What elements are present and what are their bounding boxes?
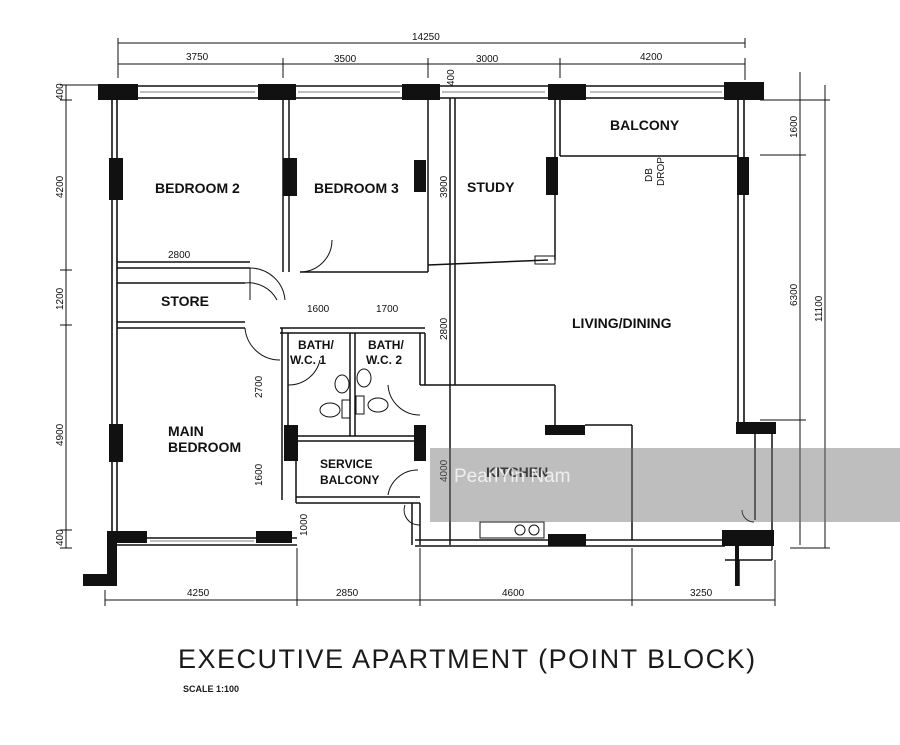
room-label-bedroom-2: BEDROOM 2 (155, 180, 240, 196)
dim-inner-4000: 4000 (439, 459, 450, 482)
dim-inner-1000: 1000 (299, 513, 310, 536)
room-label-main-bedroom-line-2: BEDROOM (168, 439, 241, 455)
room-label-bath-1-line-1: BATH/ (298, 338, 334, 352)
dim-inner-2700: 2700 (254, 375, 265, 398)
dim-left-2: 4200 (55, 175, 66, 198)
dim-top-3: 3000 (476, 54, 499, 65)
room-label-bath-2-line-2: W.C. 2 (366, 353, 402, 367)
room-label-store: STORE (161, 293, 209, 309)
dim-right-total: 11100 (814, 295, 825, 322)
plan-title: EXECUTIVE APARTMENT (POINT BLOCK) (178, 644, 757, 674)
dim-right-2: 6300 (789, 283, 800, 306)
dim-bottom-4: 3250 (690, 588, 713, 599)
interior-walls (117, 98, 773, 586)
room-label-living-dining: LIVING/DINING (572, 315, 672, 331)
dim-top-4: 4200 (640, 52, 663, 63)
room-label-balcony: BALCONY (610, 117, 680, 133)
note-db-line-2: DROP (656, 157, 667, 186)
dim-left-3: 1200 (55, 287, 66, 310)
plan-scale: SCALE 1:100 (183, 684, 240, 694)
dim-bottom-2: 2850 (336, 588, 359, 599)
dim-left-1: 400 (55, 83, 66, 100)
dim-top-2: 3500 (334, 54, 357, 65)
dim-inner-2800-corridor: 2800 (168, 250, 191, 261)
room-label-kitchen: KITCHEN (486, 464, 548, 480)
dim-inner-400-top: 400 (446, 69, 457, 86)
dim-inner-2800-v: 2800 (439, 317, 450, 340)
dim-bottom-1: 4250 (187, 588, 210, 599)
watermark-banner: PearlYin Nam (430, 448, 900, 522)
dim-left-4: 4900 (55, 423, 66, 446)
room-label-service-balcony-line-2: BALCONY (320, 473, 379, 487)
door-swings (244, 239, 755, 526)
dim-inner-1600: 1600 (307, 304, 330, 315)
note-db-line-1: DB (644, 168, 655, 182)
room-label-bedroom-3: BEDROOM 3 (314, 180, 399, 196)
dim-inner-1600-v: 1600 (254, 463, 265, 486)
dim-inner-3900: 3900 (439, 175, 450, 198)
fixtures (319, 255, 556, 539)
dim-right-1: 1600 (789, 115, 800, 138)
room-label-bath-1-line-2: W.C. 1 (290, 353, 326, 367)
dim-left-5: 400 (55, 529, 66, 546)
dim-inner-1700: 1700 (376, 304, 399, 315)
dim-top-total: 14250 (412, 32, 440, 43)
watermark-text: PearlYin Nam (454, 466, 571, 487)
room-label-study: STUDY (467, 179, 515, 195)
room-label-main-bedroom-line-1: MAIN (168, 423, 204, 439)
dim-top-1: 3750 (186, 52, 209, 63)
room-label-bath-2-line-1: BATH/ (368, 338, 404, 352)
columns (83, 82, 776, 586)
windows (140, 91, 722, 542)
dim-bottom-3: 4600 (502, 588, 525, 599)
room-label-service-balcony-line-1: SERVICE (320, 457, 372, 471)
